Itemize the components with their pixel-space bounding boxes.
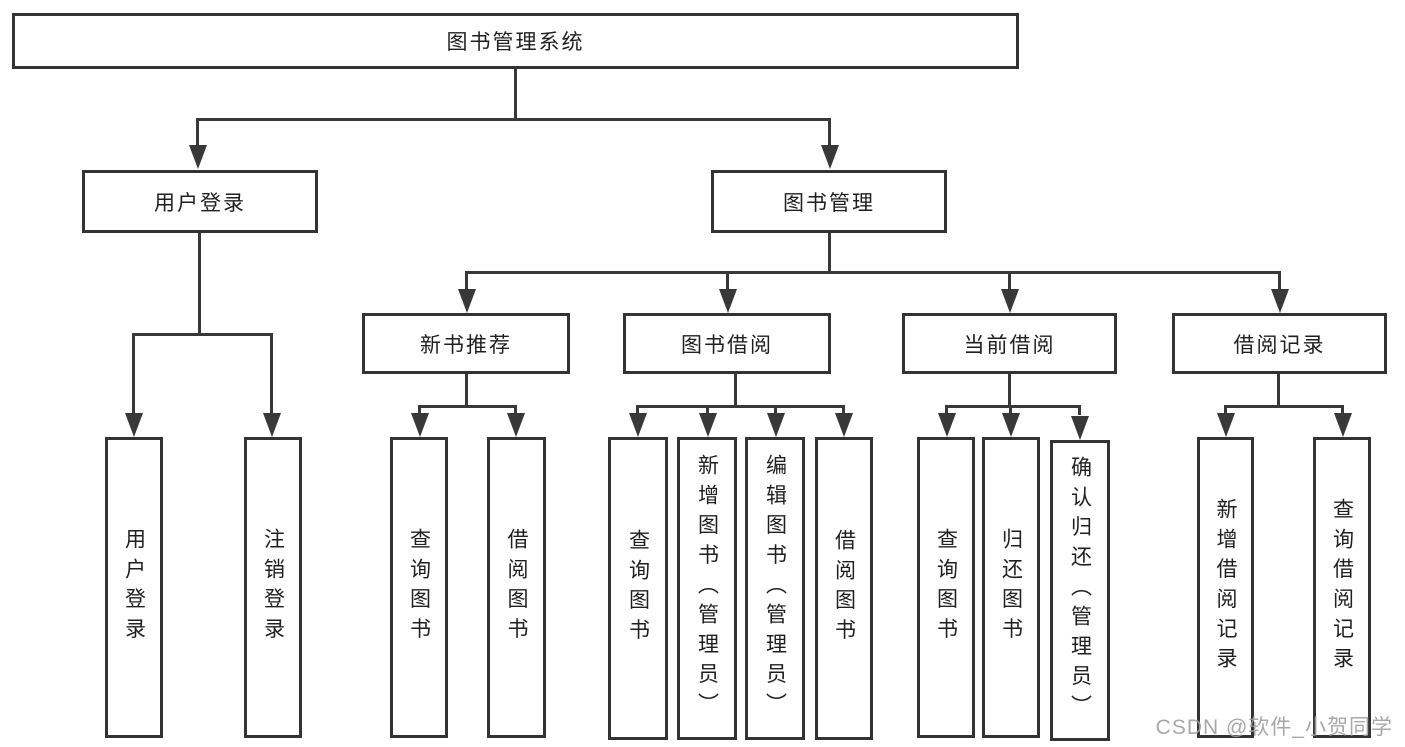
arrow-down-icon [629,413,647,437]
arrow-down-icon [411,413,429,437]
connector-line [842,405,845,415]
leaf-borrow-books-recommend: 借阅图书 [487,437,546,738]
connector-line [198,233,201,336]
connector-line [132,333,135,415]
leaf-label: 新增图书（管理员） [695,454,719,723]
leaf-label: 借阅图书 [505,527,528,648]
leaf-label: 确认归还（管理员） [1068,456,1092,725]
leaf-edit-books-admin: 编辑图书（管理员） [745,437,805,740]
arrow-down-icon [1271,289,1289,313]
connector-line [465,271,1281,274]
connector-line [1224,405,1227,415]
connector-line [636,405,845,408]
connector-line [774,405,777,415]
leaf-query-books-current: 查询图书 [917,437,975,738]
connector-line [196,118,199,148]
connector-line [726,271,729,291]
connector-line [132,333,273,336]
connector-line [734,374,737,407]
connector-line [270,333,273,415]
arrow-down-icon [1002,413,1020,437]
connector-line [706,405,709,415]
arrow-down-icon [719,289,737,313]
connector-line [1009,405,1012,415]
connector-line [1078,405,1081,415]
connector-line [514,68,517,120]
leaf-add-borrow-record: 新增借阅记录 [1197,437,1254,738]
connector-line [1277,374,1280,407]
connector-line [196,118,831,121]
connector-line [828,118,831,148]
arrow-down-icon [767,413,785,437]
connector-line [1008,374,1011,407]
leaf-query-borrow-record: 查询借阅记录 [1313,437,1371,738]
connector-line [1278,271,1281,291]
arrow-down-icon [1334,413,1352,437]
connector-line [1341,405,1344,415]
leaf-label: 归还图书 [999,527,1023,648]
arrow-down-icon [938,413,956,437]
connector-line [1224,405,1342,408]
node-book-management: 图书管理 [711,170,947,233]
leaf-query-books-recommend: 查询图书 [390,437,448,738]
leaf-confirm-return-admin: 确认归还（管理员） [1050,440,1110,741]
arrow-down-icon [1217,413,1235,437]
leaf-label: 借阅图书 [832,528,856,649]
arrow-down-icon [835,413,853,437]
arrow-down-icon [263,413,281,437]
arrow-down-icon [699,413,717,437]
node-new-book-recommend: 新书推荐 [362,313,570,374]
arrow-down-icon [458,289,476,313]
connector-line [418,405,421,415]
leaf-query-books-borrow: 查询图书 [608,437,668,740]
node-book-borrow: 图书借阅 [623,313,831,374]
connector-line [514,405,517,415]
connector-line [828,233,831,274]
node-current-borrow: 当前借阅 [902,313,1117,374]
connector-line [1008,271,1011,291]
connector-line [636,405,639,415]
leaf-label: 查询图书 [407,527,431,648]
connector-line [465,271,468,291]
connector-line [418,405,516,408]
leaf-label: 查询图书 [626,528,650,649]
node-user-login: 用户登录 [82,170,318,233]
leaf-return-books: 归还图书 [982,437,1040,738]
node-root: 图书管理系统 [12,13,1019,69]
connector-line [945,405,948,415]
leaf-user-login: 用户登录 [105,437,163,738]
leaf-borrow-books: 借阅图书 [815,437,873,740]
connector-line [945,405,1080,408]
arrow-down-icon [125,413,143,437]
leaf-label: 新增借阅记录 [1214,498,1237,677]
node-borrow-records: 借阅记录 [1172,313,1387,374]
leaf-label: 查询图书 [934,527,958,648]
leaf-label: 注销登录 [261,527,285,648]
arrow-down-icon [507,413,525,437]
leaf-logout: 注销登录 [244,437,302,738]
arrow-down-icon [1071,416,1089,440]
leaf-label: 编辑图书（管理员） [763,454,787,723]
leaf-add-books-admin: 新增图书（管理员） [677,437,737,740]
arrow-down-icon [189,145,207,169]
watermark: CSDN @软件_小贺同学 [1155,716,1393,739]
arrow-down-icon [1001,289,1019,313]
connector-line [465,374,468,407]
arrow-down-icon [821,145,839,169]
leaf-label: 用户登录 [122,527,146,648]
leaf-label: 查询借阅记录 [1330,498,1354,677]
